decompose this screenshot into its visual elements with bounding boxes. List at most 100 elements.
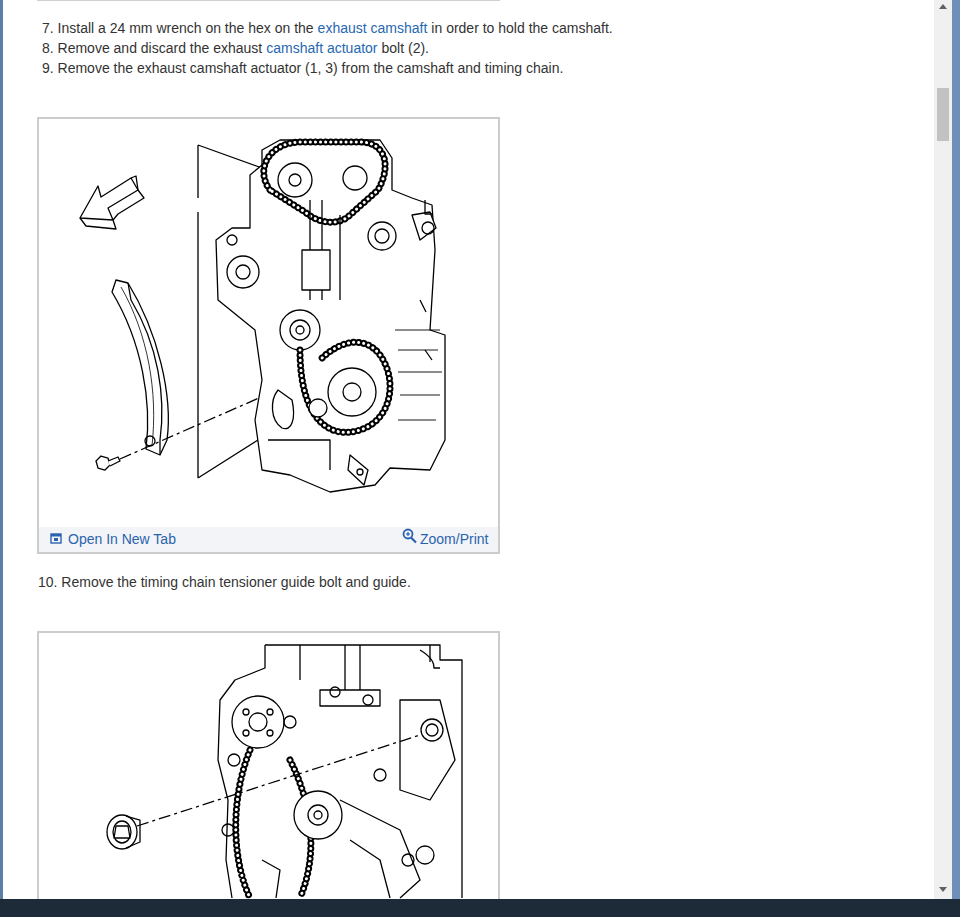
- glossary-link: camshaft actuator: [266, 40, 377, 56]
- engine-illustration-part: [302, 250, 330, 290]
- instruction-step: 8. Remove and discard the exhaustcamshaf…: [42, 39, 429, 57]
- engine-illustration-part: [294, 791, 342, 839]
- engine-illustration-part: [348, 455, 368, 485]
- engine-illustration-part: [284, 716, 296, 728]
- figure-frame-part: [38, 118, 499, 553]
- engine-illustration-part: [330, 687, 340, 697]
- engine-illustration-part: [395, 330, 442, 420]
- engine-illustration-part: [272, 390, 293, 429]
- page-frame-part: [37, 0, 500, 1]
- engine-illustration-part: [112, 280, 168, 455]
- figure-frame-part: [39, 527, 498, 552]
- figure-frame-part: [407, 532, 408, 536]
- engine-illustration-part: [267, 730, 273, 736]
- engine-illustration-part: [264, 142, 385, 222]
- engine-illustration-part: [296, 326, 304, 334]
- engine-illustration-part: [422, 222, 434, 234]
- figure-frame: [38, 118, 499, 553]
- engine-illustration-part: [121, 287, 154, 446]
- engine-illustration-part: [290, 320, 310, 340]
- engine-illustration-part: [314, 811, 322, 819]
- engine-illustration-part: [236, 265, 250, 279]
- instruction-step: 9. Remove the exhaust camshaft actuator …: [42, 59, 563, 77]
- engine-illustration-part: [300, 342, 390, 432]
- engine-illustration-part: [328, 368, 376, 416]
- engine-illustration-part: [243, 709, 249, 715]
- figure-frame-part: [411, 538, 416, 543]
- engine-illustration-part: [374, 769, 386, 781]
- step-text: bolt (2).: [382, 40, 429, 56]
- figure-action: Open In New Tab: [68, 530, 176, 548]
- figure-frame-part: [38, 632, 499, 917]
- step-text: 7. Install a 24 mm wrench on the hex on …: [42, 20, 314, 36]
- engine-illustration-part: [107, 815, 137, 849]
- engine-illustration-part: [249, 713, 267, 731]
- figure-action: Zoom/Print: [420, 530, 488, 548]
- engine-illustration-part: [308, 805, 328, 825]
- engine-illustration-part: [280, 310, 320, 350]
- engine-illustration: [80, 140, 445, 492]
- engine-illustration-part: [375, 229, 389, 243]
- engine-illustration-part: [421, 719, 443, 741]
- page-frame-part: [934, 0, 952, 899]
- engine-illustration-part: [108, 457, 120, 466]
- engine-illustration-part: [80, 178, 138, 220]
- engine-illustration-part: [268, 440, 330, 470]
- engine-illustration-part: [137, 735, 420, 826]
- instruction-step: 10. Remove the timing chain tensioner gu…: [38, 573, 411, 591]
- step-text: in order to hold the camshaft.: [431, 20, 612, 36]
- engine-illustration-part: [232, 696, 284, 748]
- engine-illustration-part: [197, 198, 200, 212]
- page-frame-part: [937, 88, 949, 141]
- engine-illustration-part: [96, 456, 110, 470]
- engine-illustration-part: [363, 695, 373, 705]
- taskbar: [0, 899, 960, 917]
- page-frame-part: [0, 899, 960, 917]
- engine-illustration-part: [400, 700, 455, 800]
- engine-illustration-part: [420, 650, 440, 668]
- figure-frame-part: [54, 538, 58, 541]
- engine-illustration-part: [309, 399, 327, 417]
- engine-illustration-part: [128, 283, 162, 455]
- engine-illustration-part: [425, 200, 433, 214]
- engine-illustration-part: [412, 212, 436, 240]
- engine-illustration-part: [145, 436, 155, 446]
- engine-illustration-part: [228, 754, 240, 766]
- figure-frame-part: [51, 534, 61, 537]
- engine-illustration-part: [227, 256, 259, 288]
- step-text: 10. Remove the timing chain tensioner gu…: [38, 574, 411, 590]
- engine-illustration-part: [262, 860, 280, 898]
- engine-illustration: [107, 645, 462, 898]
- page-frame-part: [939, 887, 947, 892]
- engine-illustration-part: [426, 724, 438, 736]
- engine-illustration-part: [340, 800, 420, 898]
- engine-illustration-part: [420, 300, 432, 360]
- engine-illustration-part: [227, 235, 237, 245]
- glossary-link: exhaust camshaft: [318, 20, 428, 36]
- engine-illustration-part: [289, 174, 301, 186]
- page-frame-part: [952, 0, 960, 900]
- engine-illustration-part: [416, 846, 434, 864]
- engine-illustration-part: [80, 176, 144, 229]
- engine-illustration-part: [113, 821, 131, 843]
- figure-frame: [38, 632, 499, 917]
- figure-frame-part: [404, 530, 413, 539]
- engine-illustration-part: [343, 383, 361, 401]
- engine-illustration-part: [222, 824, 234, 836]
- engine-illustration-part: [126, 816, 140, 848]
- engine-illustration-part: [218, 645, 462, 898]
- engine-illustration-part: [368, 222, 396, 250]
- page-frame-part: [0, 0, 3, 900]
- engine-illustration-part: [264, 142, 385, 222]
- step-text: 8. Remove and discard the exhaust: [42, 40, 262, 56]
- engine-illustration-part: [278, 163, 312, 197]
- page-frame-part: [939, 4, 947, 9]
- step-text: 9. Remove the exhaust camshaft actuator …: [42, 60, 563, 76]
- engine-illustration-part: [243, 730, 249, 736]
- engine-illustration-part: [357, 469, 363, 475]
- engine-illustration-part: [216, 140, 445, 492]
- engine-illustration-part: [300, 342, 390, 432]
- figure-frame-part: [51, 534, 61, 543]
